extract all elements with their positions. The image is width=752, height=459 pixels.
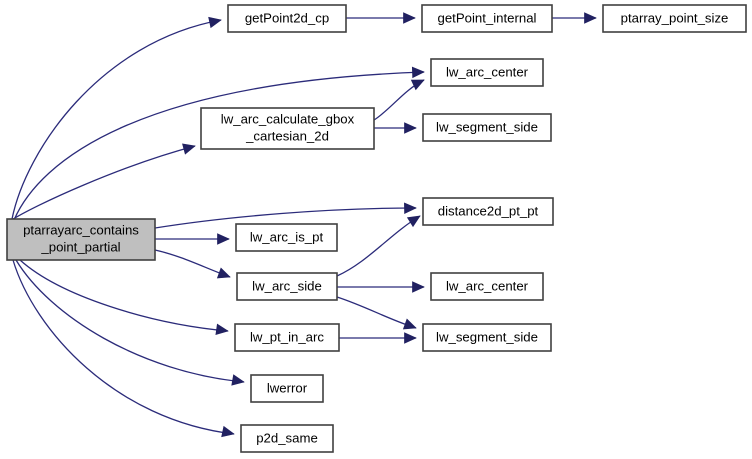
node-label-getPoint2d_cp: getPoint2d_cp	[245, 10, 329, 25]
nodes-layer: ptarrayarc_contains _point_partial getPoin…	[6, 4, 747, 453]
node-root[interactable]: ptarrayarc_contains _point_partial	[6, 218, 156, 261]
arrowhead-lw_pt_in_arc->lw_segment_side_bottom	[404, 332, 417, 344]
arrow-triangle	[221, 425, 235, 438]
edge-root-to-lw_pt_in_arc	[19, 259, 229, 332]
node-box-ptarray_point_size[interactable]	[602, 4, 747, 33]
arrowhead-root->lw_arc_center_top	[411, 66, 425, 79]
arrowhead-root->lw_pt_in_arc	[215, 323, 229, 336]
node-label-lw_arc_calculate_gbox_cartesian_2d-line2: _cartesian_2d	[245, 128, 329, 143]
node-lw_arc_is_pt[interactable]: lw_arc_is_pt	[235, 223, 338, 252]
node-lwerror[interactable]: lwerror	[250, 374, 324, 403]
node-lw_segment_side_top[interactable]: lw_segment_side	[422, 113, 552, 142]
arrowhead-getPoint_internal->ptarray_point_size	[584, 12, 597, 24]
arrow-triangle	[404, 122, 417, 134]
arrow-triangle	[411, 66, 425, 79]
arrowhead-root->lw_arc_side	[216, 267, 231, 279]
node-box-lw_segment_side_top[interactable]	[422, 113, 552, 142]
node-label-root-line1: ptarrayarc_contains	[23, 222, 139, 237]
node-distance2d_pt_pt[interactable]: distance2d_pt_pt	[422, 197, 554, 226]
arrowhead-getPoint2d_cp->getPoint_internal	[403, 12, 416, 24]
arrowhead-root->lw_arc_calculate_gbox	[182, 143, 196, 155]
arrow-triangle	[208, 16, 222, 29]
arrowhead-gbox->lw_segment_side_top	[404, 122, 417, 134]
arrow-triangle	[412, 281, 425, 293]
node-p2d_same[interactable]: p2d_same	[240, 424, 334, 453]
node-box-root[interactable]	[6, 218, 156, 261]
arrowhead-lw_arc_side->distance2d_pt_pt	[406, 215, 421, 228]
node-box-lw_pt_in_arc[interactable]	[234, 323, 340, 352]
node-box-getPoint2d_cp[interactable]	[227, 4, 347, 33]
node-lw_arc_center_top[interactable]: lw_arc_center	[430, 58, 544, 87]
arrow-triangle	[404, 202, 417, 214]
node-lw_arc_side[interactable]: lw_arc_side	[236, 272, 338, 301]
node-label-lw_arc_is_pt: lw_arc_is_pt	[250, 229, 324, 244]
arrow-triangle	[404, 332, 417, 344]
node-ptarray_point_size[interactable]: ptarray_point_size	[602, 4, 747, 33]
arrow-triangle	[217, 233, 230, 245]
node-label-lw_segment_side_bottom: lw_segment_side	[436, 329, 538, 344]
node-label-root-line2: _point_partial	[40, 239, 120, 254]
node-label-lw_pt_in_arc: lw_pt_in_arc	[250, 329, 324, 344]
arrow-triangle	[584, 12, 597, 24]
arrowhead-root->lwerror	[231, 374, 245, 386]
edge-lw_arc_side-to-distance2d_pt_pt	[336, 215, 421, 277]
arrowhead-gbox->lw_arc_center_top	[410, 79, 425, 91]
edge-lw_arc_side-to-lw_segment_side_bottom	[336, 296, 417, 329]
arrowhead-lw_arc_side->lw_arc_center_bottom	[412, 281, 425, 293]
arrow-triangle	[402, 318, 417, 330]
arrowhead-root->p2d_same	[221, 425, 235, 438]
node-label-lwerror: lwerror	[267, 380, 308, 395]
node-label-lw_segment_side_top: lw_segment_side	[436, 119, 538, 134]
edge-root-to-lwerror	[15, 259, 245, 383]
node-box-lw_arc_center_top[interactable]	[430, 58, 544, 87]
edge-root-to-p2d_same	[12, 259, 235, 435]
node-label-lw_arc_calculate_gbox_cartesian_2d-line1: lw_arc_calculate_gbox	[221, 111, 355, 126]
node-label-getPoint_internal: getPoint_internal	[438, 10, 537, 25]
arrowhead-lw_arc_side->lw_segment_side_bottom	[402, 318, 417, 330]
node-label-p2d_same: p2d_same	[256, 430, 318, 445]
node-label-lw_arc_center_top: lw_arc_center	[446, 64, 529, 79]
node-label-ptarray_point_size: ptarray_point_size	[621, 10, 729, 25]
node-lw_arc_calculate_gbox_cartesian_2d[interactable]: lw_arc_calculate_gbox _cartesian_2d	[200, 107, 375, 150]
arrow-triangle	[410, 79, 425, 91]
edge-root-to-distance2d_pt_pt	[154, 207, 417, 229]
edge-root-to-lw_arc_calculate_gbox_cartesian_2d	[9, 145, 196, 222]
node-lw_pt_in_arc[interactable]: lw_pt_in_arc	[234, 323, 340, 352]
node-lw_arc_center_bottom[interactable]: lw_arc_center	[430, 272, 544, 301]
node-box-lw_arc_is_pt[interactable]	[235, 223, 338, 252]
node-box-lw_segment_side_bottom[interactable]	[422, 323, 552, 352]
node-box-lw_arc_side[interactable]	[236, 272, 338, 301]
arrowheads-layer	[182, 12, 597, 438]
arrowhead-root->getPoint2d_cp	[208, 16, 222, 29]
edge-root-to-lw_arc_center_top	[13, 71, 425, 221]
arrowhead-root->lw_arc_is_pt	[217, 233, 230, 245]
arrow-triangle	[403, 12, 416, 24]
arrow-triangle	[406, 215, 421, 228]
node-label-lw_arc_side: lw_arc_side	[252, 278, 322, 293]
node-getPoint2d_cp[interactable]: getPoint2d_cp	[227, 4, 347, 33]
arrow-triangle	[231, 374, 245, 386]
arrowhead-root->distance2d_pt_pt	[404, 202, 417, 214]
arrow-triangle	[216, 267, 231, 279]
edge-root-to-getPoint2d_cp	[11, 19, 222, 220]
node-box-getPoint_internal[interactable]	[421, 4, 553, 33]
node-box-lwerror[interactable]	[250, 374, 324, 403]
node-label-lw_arc_center_bottom: lw_arc_center	[446, 278, 529, 293]
edge-root-to-lw_arc_side	[154, 249, 231, 278]
node-box-distance2d_pt_pt[interactable]	[422, 197, 554, 226]
arrow-triangle	[182, 143, 196, 155]
node-box-lw_arc_calculate_gbox_cartesian_2d[interactable]	[200, 107, 375, 150]
arrow-triangle	[215, 323, 229, 336]
node-label-distance2d_pt_pt: distance2d_pt_pt	[438, 203, 539, 218]
node-box-lw_arc_center_bottom[interactable]	[430, 272, 544, 301]
node-getPoint_internal[interactable]: getPoint_internal	[421, 4, 553, 33]
node-box-p2d_same[interactable]	[240, 424, 334, 453]
node-lw_segment_side_bottom[interactable]: lw_segment_side	[422, 323, 552, 352]
